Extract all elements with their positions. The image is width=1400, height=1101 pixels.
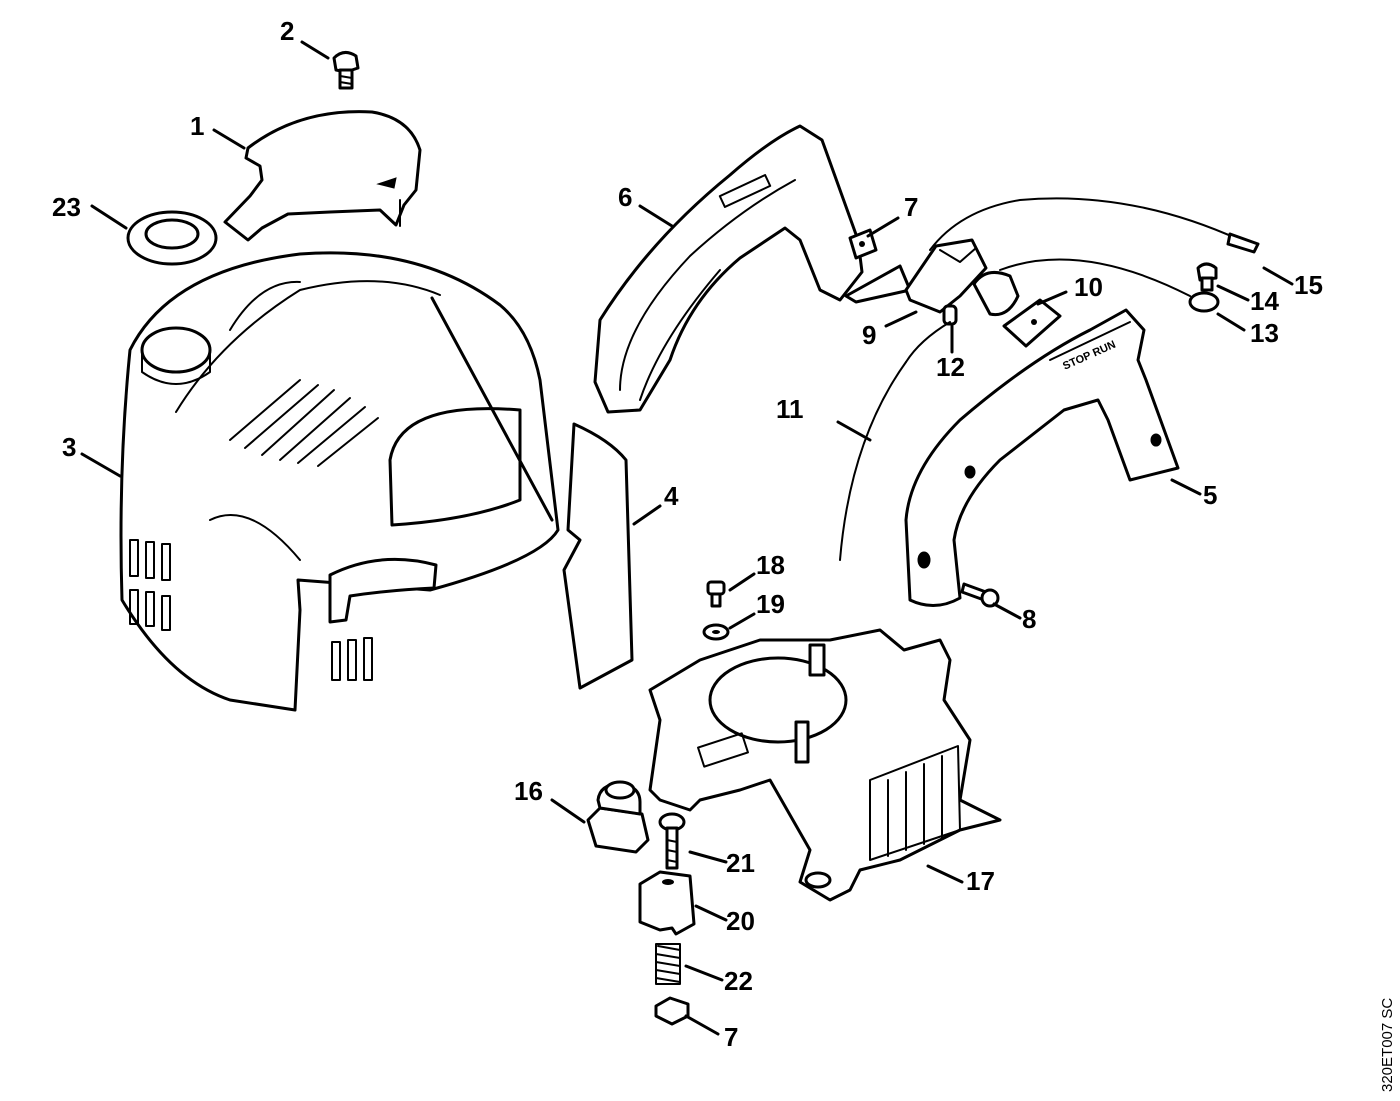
part-15-cable [929, 197, 1260, 254]
callout-20: 20 [726, 906, 755, 936]
part-20-bracket [638, 870, 696, 936]
callout-17: 17 [966, 866, 995, 896]
part-1-cover-plate [223, 110, 422, 242]
callout-7-bottom: 7 [724, 1022, 738, 1052]
part-10-lever-plate [972, 270, 1062, 348]
callout-14: 14 [1250, 286, 1279, 316]
callout-8: 8 [1022, 604, 1036, 634]
part-8-screw [960, 582, 1000, 608]
part-18-screw [706, 580, 726, 608]
callout-5: 5 [1203, 480, 1217, 510]
callout-2: 2 [280, 16, 294, 46]
callout-13: 13 [1250, 318, 1279, 348]
part-19-washer [702, 623, 730, 641]
callout-11: 11 [776, 394, 804, 424]
callout-10: 10 [1074, 272, 1103, 302]
part-11-rod [839, 321, 951, 561]
callout-22: 22 [724, 966, 753, 996]
part-3-engine-shroud [119, 251, 560, 712]
reference-code: 320ET007 SC [1379, 998, 1396, 1092]
part-5-handle-loop: STOP RUN [904, 308, 1180, 607]
callout-4: 4 [664, 481, 679, 511]
callout-23: 23 [52, 192, 81, 222]
callout-3: 3 [62, 432, 76, 462]
part-4-baffle-sheet [562, 422, 634, 690]
callout-12: 12 [936, 352, 965, 382]
callout-16: 16 [514, 776, 543, 806]
part-6-handle-half [593, 124, 864, 414]
callout-labels: 1 2 3 4 5 6 7 8 9 10 11 12 13 14 15 16 1… [52, 16, 1323, 1052]
callout-21: 21 [726, 848, 755, 878]
part-9-switch [844, 238, 988, 314]
part-2-screw [332, 51, 360, 90]
callout-15: 15 [1294, 270, 1323, 300]
part-13-ground-wire [999, 258, 1220, 313]
part-16-buffer [586, 780, 650, 854]
leader-lines [80, 40, 1294, 1036]
part-23-gasket-ring [126, 210, 218, 266]
part-7-square-nut [654, 996, 690, 1026]
callout-1: 1 [190, 111, 204, 141]
callout-18: 18 [756, 550, 785, 580]
callout-7-top: 7 [904, 192, 918, 222]
part-21-screw [658, 812, 686, 870]
callout-19: 19 [756, 589, 785, 619]
part-17-housing-base [648, 628, 1002, 902]
part-22-spring [655, 943, 681, 985]
callout-9: 9 [862, 320, 876, 350]
part-7-clip-top [848, 228, 878, 260]
part-14-screw [1196, 262, 1218, 292]
shroud-grille [229, 379, 379, 467]
part-12-sleeve [942, 304, 958, 326]
callout-6: 6 [618, 182, 632, 212]
